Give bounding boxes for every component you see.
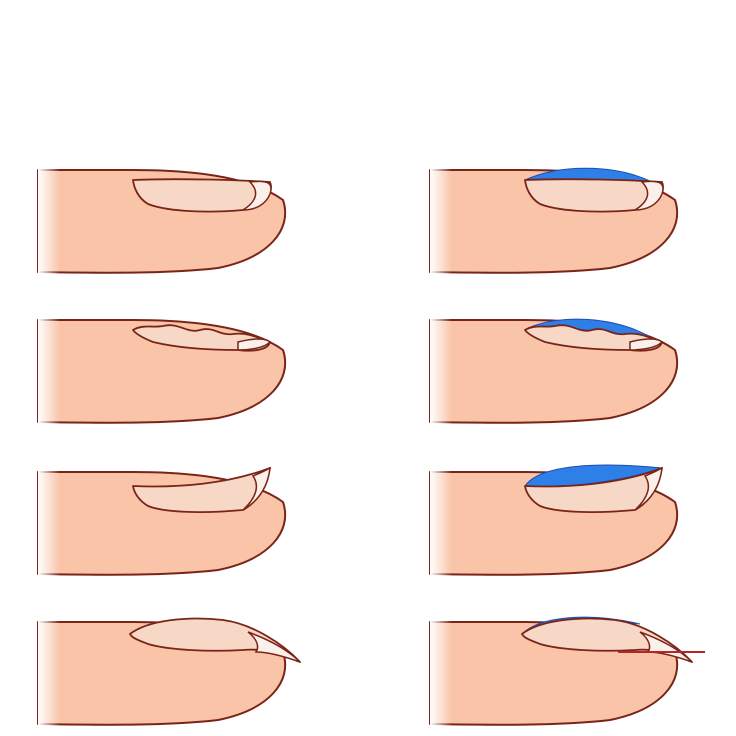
row-3-ski-jump [37,464,679,576]
nail-plate [524,324,663,352]
finger-left-3 [37,466,287,576]
row-2-wavy [37,318,679,424]
nail-free-edge [240,180,272,211]
finger-right-4 [429,616,705,726]
finger-right-2 [429,318,679,424]
nail-free-edge [639,631,693,663]
finger-left-2 [37,318,287,424]
row-1-flat [37,167,679,274]
finger-left-4 [37,617,301,726]
nail-free-edge [237,338,272,351]
finger-right-1 [429,167,679,274]
nail-free-edge [629,338,664,351]
finger-left-1 [37,168,287,274]
finger-right-3 [429,464,679,576]
nail-free-edge [634,466,663,511]
nail-plate [132,324,271,352]
nail-free-edge [247,631,301,663]
row-4-hooked [37,616,705,726]
nail-free-edge [632,180,664,211]
nail-free-edge [242,466,271,511]
